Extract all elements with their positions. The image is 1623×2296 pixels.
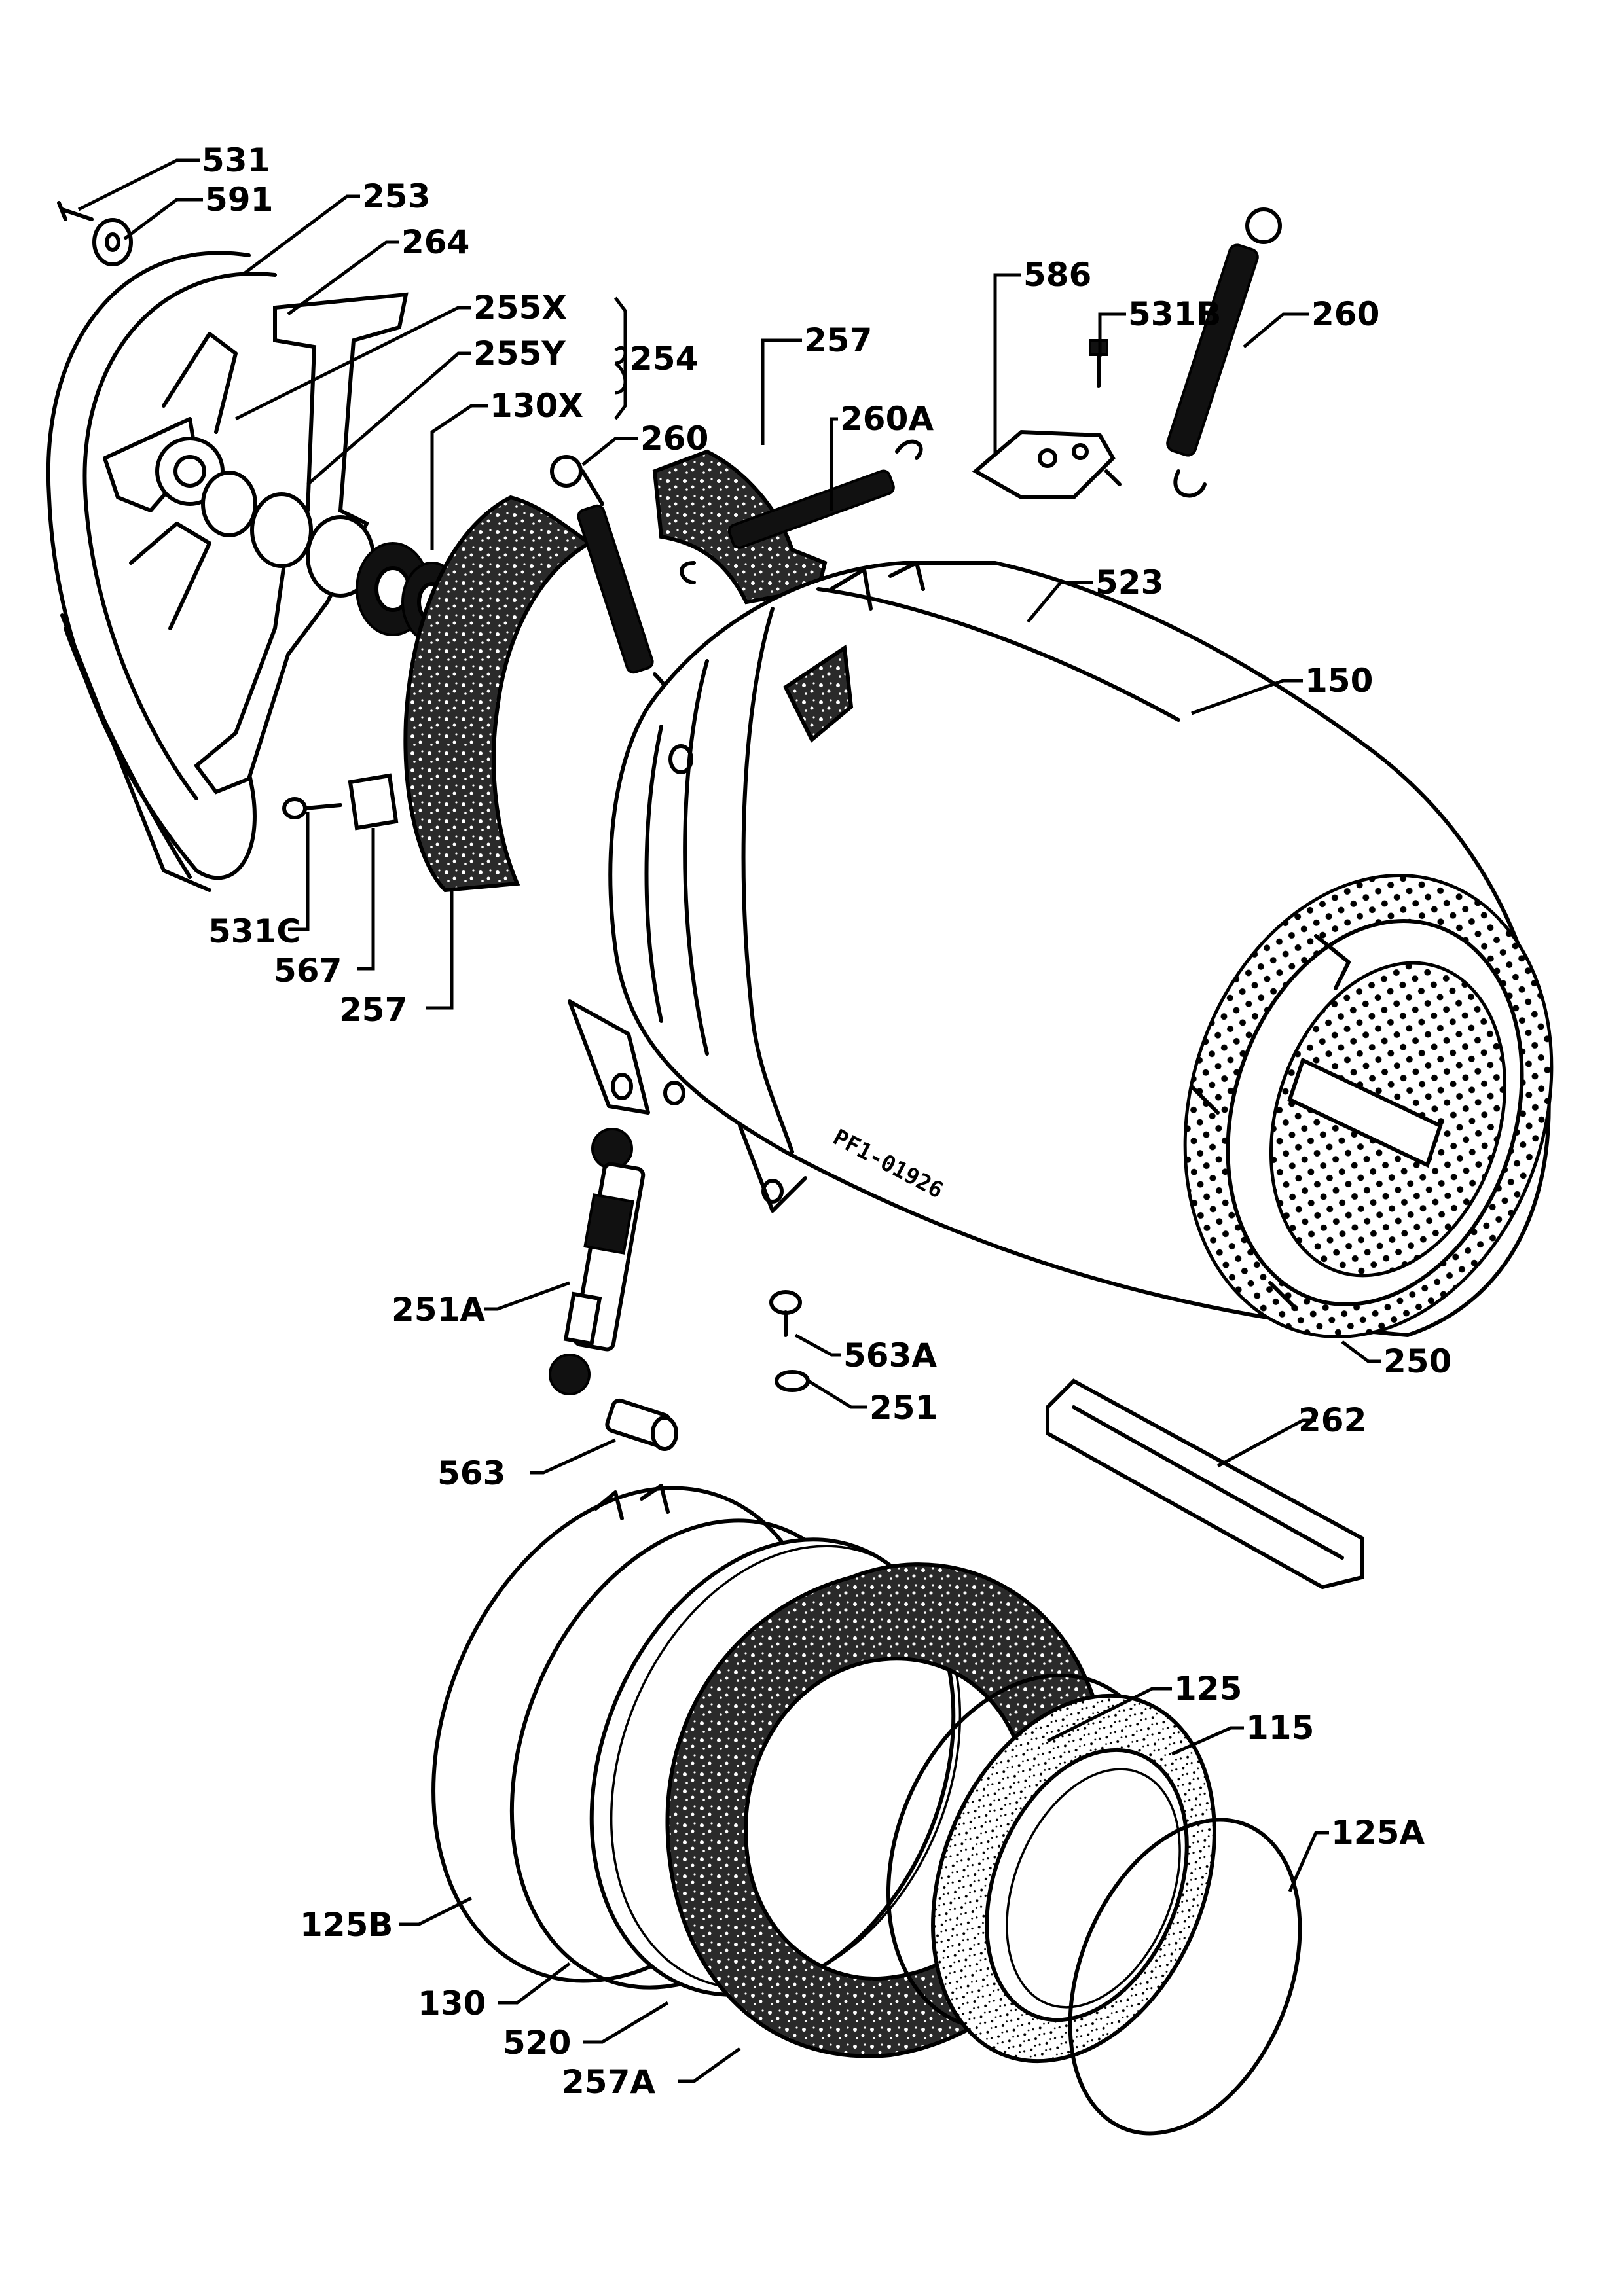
- callout-531: 531: [202, 141, 270, 179]
- callout-520: 520: [503, 2024, 571, 2062]
- bolt-563a: [769, 1290, 802, 1337]
- callout-254: 254: [630, 340, 698, 378]
- spring-260-left: [550, 455, 675, 722]
- callout-257a: 257A: [562, 2063, 655, 2101]
- screw-531: [57, 201, 94, 221]
- spring-260-right: [1166, 207, 1282, 498]
- callout-251a: 251A: [392, 1291, 485, 1329]
- callout-253: 253: [362, 177, 430, 215]
- callout-250: 250: [1383, 1342, 1451, 1380]
- callout-260a: 260A: [840, 400, 934, 438]
- clamp-125a: [1068, 1818, 1302, 2136]
- spring-260a: [680, 439, 923, 584]
- callout-262: 262: [1298, 1401, 1366, 1439]
- callout-567: 567: [274, 952, 342, 990]
- drum-pulley-253: [46, 251, 277, 892]
- bolt-563: [605, 1398, 678, 1451]
- screw-531c: [282, 797, 342, 819]
- callout-125: 125: [1174, 1670, 1242, 1708]
- inner-drum-250: [1183, 874, 1554, 1338]
- callout-255x: 255X: [473, 289, 567, 327]
- callout-251: 251: [869, 1389, 938, 1427]
- callout-130x: 130X: [490, 387, 583, 425]
- callout-125b: 125B: [300, 1906, 393, 1944]
- callout-150: 150: [1305, 662, 1373, 700]
- callout-563a: 563A: [843, 1336, 937, 1374]
- leader-lines: [77, 158, 1381, 2083]
- callout-130: 130: [418, 1984, 486, 2022]
- callout-591: 591: [205, 181, 273, 219]
- shock-absorber-251a: [549, 1128, 646, 1395]
- callout-531b: 531B: [1128, 295, 1221, 333]
- front-group: [431, 1484, 1302, 2136]
- callout-563: 563: [437, 1454, 505, 1492]
- shaft-and-bearings-254: [201, 471, 463, 643]
- callout-586: 586: [1023, 256, 1091, 294]
- plate-567: [348, 773, 399, 831]
- washer-591: [92, 218, 133, 266]
- drum-lifter-262: [1046, 1378, 1364, 1590]
- callout-125a: 125A: [1331, 1814, 1425, 1852]
- callout-257-left: 257: [339, 991, 407, 1029]
- callout-531c: 531C: [208, 912, 301, 950]
- counterweight-257-left: [403, 495, 593, 893]
- callout-255y: 255Y: [473, 334, 566, 372]
- callout-264: 264: [401, 223, 469, 261]
- washer-251: [775, 1370, 810, 1392]
- callout-260-left: 260: [640, 420, 708, 457]
- callout-257-top: 257: [804, 321, 872, 359]
- callout-115: 115: [1246, 1709, 1314, 1747]
- callout-260-right: 260: [1311, 295, 1379, 333]
- callout-523: 523: [1095, 564, 1163, 601]
